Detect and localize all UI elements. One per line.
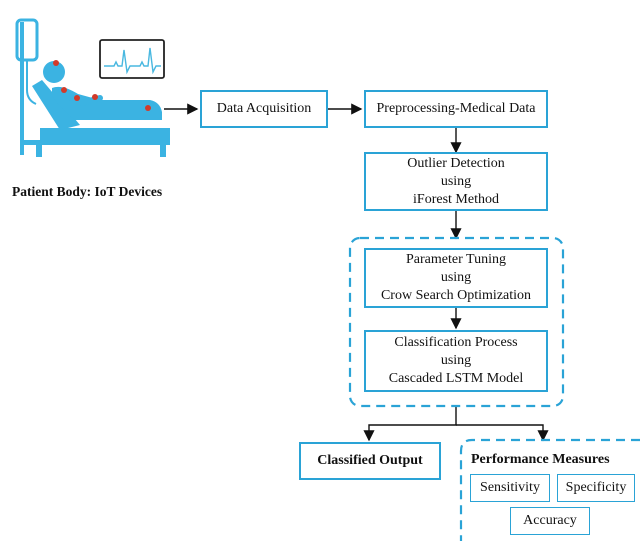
performance-title: Performance Measures [471,452,610,467]
sensor-icon [74,95,80,101]
classification-box: Classification Process using Cascaded LS… [364,330,548,392]
node-label: Preprocessing-Medical Data [376,101,536,116]
node-label: using [440,353,472,368]
measure-label: Accuracy [523,513,577,528]
classified-output-box: Classified Output [299,442,441,480]
measure-accuracy: Accuracy [510,507,590,535]
measure-specificity: Specificity [557,474,635,502]
measure-label: Sensitivity [480,480,540,495]
ecg-monitor-icon [99,39,165,79]
outlier-detection-box: Outlier Detection using iForest Method [364,152,548,211]
patient-caption: Patient Body: IoT Devices [12,184,163,199]
preprocessing-box: Preprocessing-Medical Data [364,90,548,128]
node-label: iForest Method [413,191,499,207]
node-label: using [440,270,472,285]
sensor-icon [92,94,98,100]
node-label: Outlier Detection [407,155,505,171]
node-label: using [440,173,472,189]
measure-label: Specificity [565,480,627,495]
node-label: Crow Search Optimization [380,288,532,303]
node-label: Data Acquisition [216,101,312,116]
data-acquisition-box: Data Acquisition [200,90,328,128]
parameter-tuning-box: Parameter Tuning using Crow Search Optim… [364,248,548,308]
patient-in-bed-icon [15,18,170,157]
sensor-icon [145,105,151,111]
sensor-icon [53,60,59,66]
node-label: Classified Output [317,453,423,468]
node-label: Cascaded LSTM Model [388,371,524,386]
node-label: Parameter Tuning [406,252,506,267]
node-label: Classification Process [394,335,518,350]
sensor-icon [61,87,67,93]
measure-sensitivity: Sensitivity [470,474,550,502]
